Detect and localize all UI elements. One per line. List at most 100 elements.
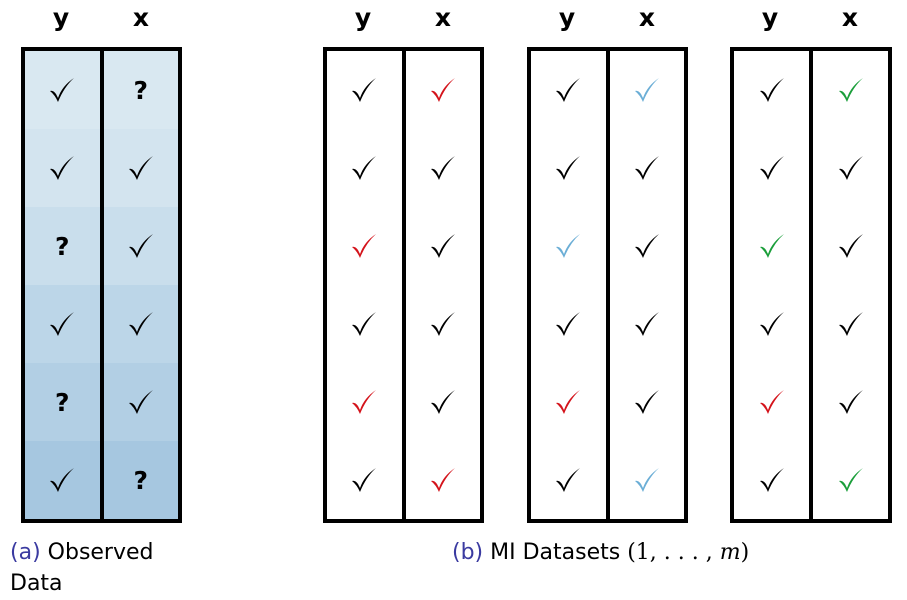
caption-b-letter: (b) — [452, 540, 484, 565]
cell-x-row-5 — [406, 363, 481, 441]
header-y-observed: y — [52, 3, 70, 32]
missing-value-mark: ? — [54, 387, 70, 417]
cell-x-row-4 — [103, 285, 178, 363]
red-checkmark-icon — [428, 75, 458, 105]
blue-checkmark-icon — [553, 231, 583, 261]
cell-x-row-2 — [103, 129, 178, 207]
cell-x-row-2 — [813, 129, 888, 207]
cell-x-row-3 — [406, 207, 481, 285]
cell-y-row-3 — [734, 207, 809, 285]
cell-y-row-5 — [734, 363, 809, 441]
cell-x-row-3 — [610, 207, 685, 285]
red-checkmark-icon — [428, 465, 458, 495]
black-checkmark-icon — [836, 387, 866, 417]
header-x-mi-2: x — [638, 3, 656, 32]
header-x-observed: x — [132, 3, 150, 32]
black-checkmark-icon — [349, 153, 379, 183]
black-checkmark-icon — [349, 309, 379, 339]
column-x — [401, 51, 481, 519]
blue-checkmark-icon — [632, 75, 662, 105]
cell-x-row-1 — [813, 51, 888, 129]
caption-a-text-line1: Observed — [47, 540, 154, 565]
cell-y-row-4 — [531, 285, 606, 363]
caption-b-text: MI Datasets — [490, 540, 621, 565]
black-checkmark-icon — [836, 309, 866, 339]
caption-b-math-close: ) — [740, 540, 750, 565]
cell-y-row-1 — [734, 51, 809, 129]
black-checkmark-icon — [632, 231, 662, 261]
cell-y-row-2 — [327, 129, 402, 207]
missing-value-mark: ? — [133, 75, 148, 105]
cell-x-row-1: ? — [103, 51, 178, 129]
cell-y-row-6 — [734, 441, 809, 519]
black-checkmark-icon — [836, 153, 866, 183]
cell-y-row-3 — [531, 207, 606, 285]
cell-x-row-4 — [610, 285, 685, 363]
cell-y-row-5 — [327, 363, 402, 441]
cell-x-row-6 — [406, 441, 481, 519]
header-x-mi-3: x — [841, 3, 859, 32]
black-checkmark-icon — [757, 153, 787, 183]
black-checkmark-icon — [757, 465, 787, 495]
cell-x-row-2 — [406, 129, 481, 207]
cell-x-row-3 — [813, 207, 888, 285]
black-checkmark-icon — [47, 153, 77, 183]
black-checkmark-icon — [47, 309, 77, 339]
cell-x-row-2 — [610, 129, 685, 207]
observed-data-table: ?? ?? — [21, 47, 182, 523]
column-y: ?? — [25, 51, 100, 519]
cell-x-row-6 — [610, 441, 685, 519]
cell-x-row-4 — [406, 285, 481, 363]
caption-b-math-open: (1, . . . , — [627, 540, 720, 565]
column-y — [531, 51, 606, 519]
black-checkmark-icon — [632, 153, 662, 183]
caption-mi-datasets: (b) MI Datasets (1, . . . , m) — [452, 537, 812, 568]
cell-x-row-6 — [813, 441, 888, 519]
black-checkmark-icon — [632, 387, 662, 417]
caption-a-text-line2: Data — [10, 571, 63, 596]
header-y-mi-3: y — [761, 3, 779, 32]
black-checkmark-icon — [553, 465, 583, 495]
cell-y-row-2 — [25, 129, 100, 207]
blue-checkmark-icon — [632, 465, 662, 495]
black-checkmark-icon — [428, 153, 458, 183]
black-checkmark-icon — [428, 231, 458, 261]
black-checkmark-icon — [836, 231, 866, 261]
black-checkmark-icon — [757, 309, 787, 339]
black-checkmark-icon — [553, 309, 583, 339]
red-checkmark-icon — [349, 231, 379, 261]
red-checkmark-icon — [757, 387, 787, 417]
black-checkmark-icon — [349, 75, 379, 105]
caption-a-letter: (a) — [10, 540, 41, 565]
cell-y-row-5 — [531, 363, 606, 441]
cell-y-row-5: ? — [25, 363, 100, 441]
red-checkmark-icon — [349, 387, 379, 417]
green-checkmark-icon — [757, 231, 787, 261]
black-checkmark-icon — [126, 309, 156, 339]
cell-x-row-1 — [610, 51, 685, 129]
black-checkmark-icon — [428, 309, 458, 339]
header-y-mi-2: y — [558, 3, 576, 32]
caption-observed-data: (a) Observed Data — [10, 537, 210, 599]
column-x — [605, 51, 685, 519]
cell-y-row-1 — [531, 51, 606, 129]
cell-y-row-4 — [734, 285, 809, 363]
column-x — [809, 51, 888, 519]
cell-x-row-5 — [610, 363, 685, 441]
cell-x-row-3 — [103, 207, 178, 285]
black-checkmark-icon — [349, 465, 379, 495]
cell-x-row-5 — [103, 363, 178, 441]
cell-x-row-4 — [813, 285, 888, 363]
black-checkmark-icon — [126, 231, 156, 261]
cell-y-row-2 — [531, 129, 606, 207]
mi-dataset-3-table — [730, 47, 892, 523]
black-checkmark-icon — [47, 465, 77, 495]
cell-y-row-1 — [25, 51, 100, 129]
missing-value-mark: ? — [54, 231, 70, 261]
mi-dataset-1-table — [323, 47, 484, 523]
black-checkmark-icon — [47, 75, 77, 105]
black-checkmark-icon — [632, 309, 662, 339]
cell-x-row-1 — [406, 51, 481, 129]
column-y — [327, 51, 402, 519]
column-y — [734, 51, 809, 519]
